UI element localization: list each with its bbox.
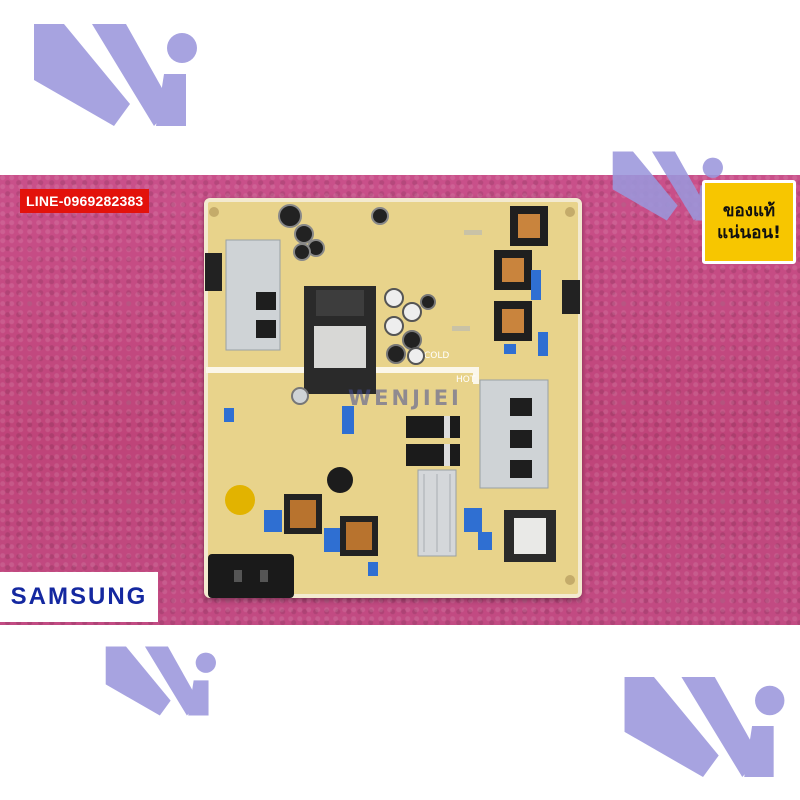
capacitor <box>402 330 422 350</box>
transformer-bobbin <box>316 290 364 316</box>
hot-label: HOT <box>456 375 476 385</box>
bulk-capacitor <box>406 416 460 438</box>
x-capacitor <box>225 485 255 515</box>
capacitor <box>291 387 309 405</box>
badge-line-2: แน่นอน! <box>717 223 781 243</box>
blue-capacitor <box>342 406 354 434</box>
capacitor <box>384 288 404 308</box>
brand-text: SAMSUNG <box>10 583 148 610</box>
capacitor <box>293 243 311 261</box>
power-supply-board: COLD HOT <box>204 198 582 598</box>
blue-capacitor <box>224 408 234 422</box>
blue-capacitor <box>464 508 482 532</box>
blue-capacitor <box>538 332 548 356</box>
blue-capacitor <box>368 562 378 576</box>
blue-capacitor <box>478 532 492 550</box>
transistor <box>510 460 532 478</box>
wi-logo-icon <box>620 675 788 779</box>
transformer-tape <box>314 326 366 368</box>
contact-label: LINE-0969282383 <box>20 189 150 213</box>
choke-coil <box>346 522 372 550</box>
transformer-tape <box>514 518 546 554</box>
blue-capacitor <box>531 270 541 300</box>
mount-hole <box>565 575 575 585</box>
ac-pin <box>260 570 268 582</box>
resistor <box>464 230 482 235</box>
bulk-capacitor <box>406 444 460 466</box>
watermark-text: WENJIEI <box>348 386 462 410</box>
transistor <box>510 398 532 416</box>
transformer-winding <box>518 214 540 238</box>
choke-coil <box>290 500 316 528</box>
capacitor <box>278 204 302 228</box>
mount-hole <box>209 207 219 217</box>
capacitor <box>407 347 425 365</box>
capacitor-stripe <box>444 416 450 438</box>
transformer-winding <box>502 309 524 333</box>
resistor <box>452 326 470 331</box>
capacitor <box>384 316 404 336</box>
capacitor-stripe <box>444 444 450 466</box>
capacitor <box>420 294 436 310</box>
transistor <box>510 430 532 448</box>
transistor <box>256 320 276 338</box>
badge-line-1: ของแท้ <box>722 201 776 221</box>
wi-logo-icon <box>103 645 218 717</box>
mount-hole <box>565 207 575 217</box>
blue-capacitor <box>504 344 516 354</box>
varistor <box>327 467 353 493</box>
blue-capacitor <box>324 528 340 552</box>
capacitor <box>402 302 422 322</box>
capacitor <box>371 207 389 225</box>
brand-logo: SAMSUNG <box>0 572 158 622</box>
blue-capacitor <box>264 510 282 532</box>
wi-logo-icon <box>30 22 200 128</box>
authentic-badge: ของแท้ แน่นอน! <box>702 180 796 264</box>
transformer-winding <box>502 258 524 282</box>
isolation-line <box>206 367 479 384</box>
capacitor <box>294 224 314 244</box>
left-connector <box>205 253 222 291</box>
ac-pin <box>234 570 242 582</box>
ac-socket <box>208 554 294 598</box>
right-connector <box>562 280 580 314</box>
cold-label: COLD <box>424 351 449 361</box>
transistor <box>256 292 276 310</box>
capacitor <box>386 344 406 364</box>
